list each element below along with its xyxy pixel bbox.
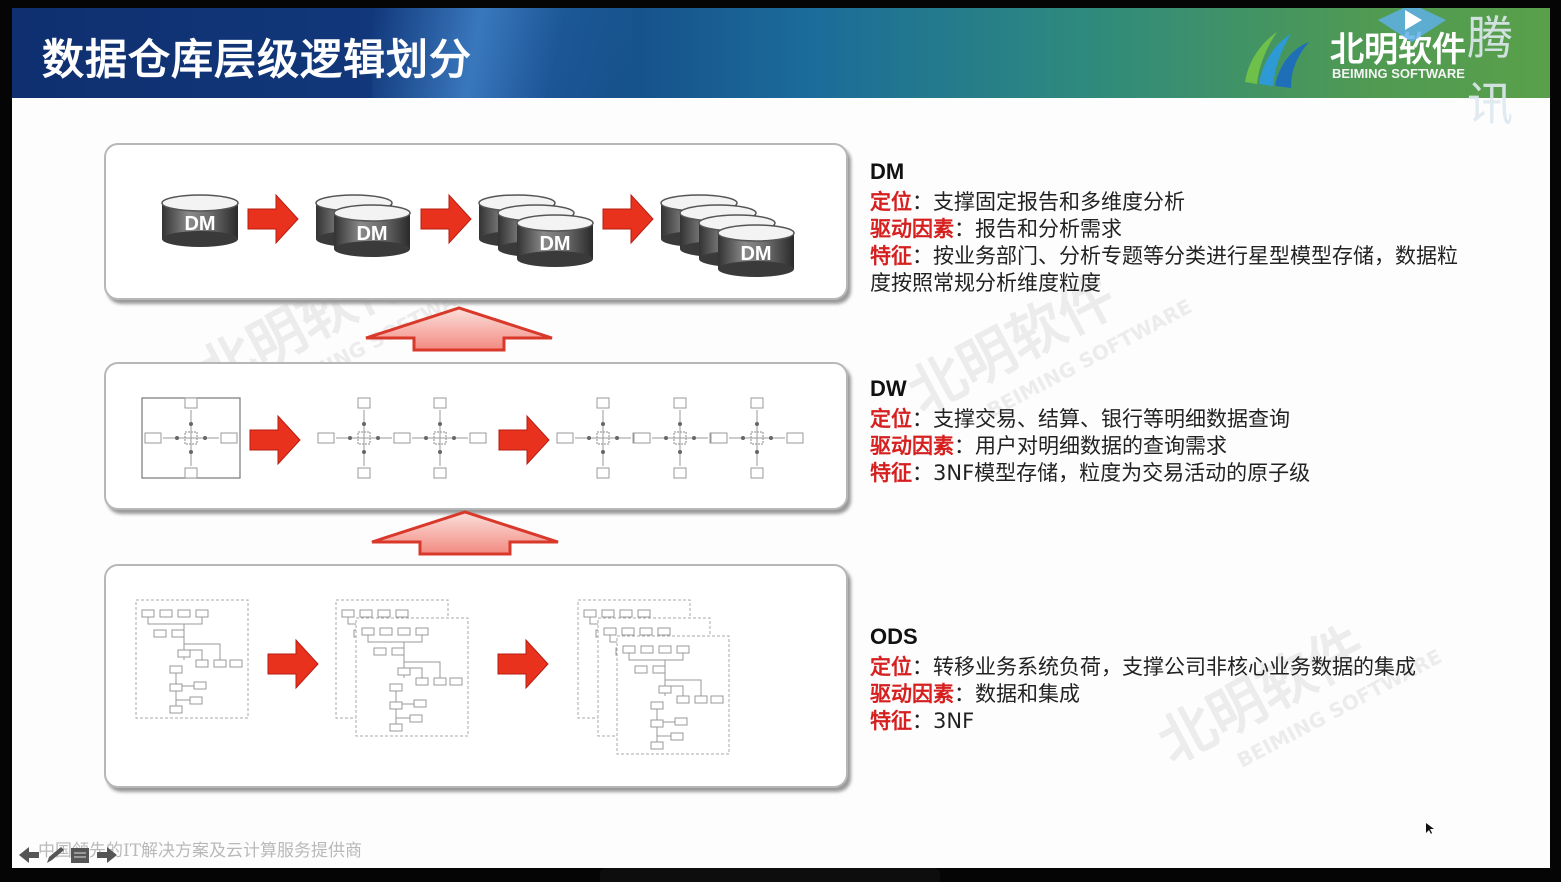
dm-label: DM: [539, 233, 570, 255]
dw-description: DW 定位：支撑交易、结算、银行等明细数据查询 驱动因素：用户对明细数据的查询需…: [870, 375, 1470, 487]
dw-feature-line: 特征：3NF模型存储，粒度为交易活动的原子级: [870, 460, 1470, 487]
arrow-right-icon: [247, 194, 299, 244]
dm-diagram: DM DM DM DM: [161, 194, 795, 278]
dm-driver-value: ：报告和分析需求: [954, 217, 1122, 241]
entity-node: [393, 397, 487, 479]
dw-driver-value: ：用户对明细数据的查询需求: [954, 434, 1227, 458]
ods-feature-line: 特征：3NF: [870, 708, 1470, 735]
arrow-right-icon: [267, 639, 319, 689]
corner-overlay-text: 腾讯: [1467, 11, 1513, 131]
dm-description: DM 定位：支撑固定报告和多维度分析 驱动因素：报告和分析需求 特征：按业务部门…: [870, 158, 1470, 297]
play-icon[interactable]: [1372, 8, 1452, 46]
ods-driver-line: 驱动因素：数据和集成: [870, 681, 1470, 708]
dm-position-line: 定位：支撑固定报告和多维度分析: [870, 189, 1470, 216]
menu-icon[interactable]: [71, 848, 89, 863]
arrow-right-icon: [420, 194, 472, 244]
brand-name-cn: 北明软件: [1330, 30, 1466, 70]
dw-position-line: 定位：支撑交易、结算、银行等明细数据查询: [870, 406, 1470, 433]
database-icon: DM: [516, 214, 594, 268]
dm-label: DM: [184, 213, 215, 235]
pen-icon[interactable]: [47, 847, 64, 863]
dw-layer-box: [104, 362, 848, 510]
dm-layer-box: DM DM DM DM: [104, 143, 848, 300]
slide-title: 数据仓库层级逻辑划分: [42, 35, 473, 84]
dm-feature-key: 特征: [870, 244, 912, 268]
ods-heading: ODS: [870, 624, 918, 649]
slide: 数据仓库层级逻辑划分 北明软件 BEIMING SOFTWARE 腾讯 北明软件…: [12, 8, 1550, 868]
database-icon: DM: [161, 194, 239, 248]
dm-driver-key: 驱动因素: [870, 217, 954, 241]
slide-footer: 中国领先的IT解决方案及云计算服务提供商: [38, 841, 363, 861]
ods-feature-value: ：3NF: [912, 709, 975, 733]
ods-position-line: 定位：转移业务系统负荷，支撑公司非核心业务数据的集成: [870, 654, 1470, 681]
dw-driver-line: 驱动因素：用户对明细数据的查询需求: [870, 433, 1470, 460]
logo-icon: [1245, 32, 1309, 88]
dw-position-key: 定位: [870, 407, 912, 431]
arrow-up-icon: [371, 510, 559, 556]
ods-driver-key: 驱动因素: [870, 682, 954, 706]
ods-position-key: 定位: [870, 655, 912, 679]
dw-feature-value: ：3NF模型存储，粒度为交易活动的原子级: [912, 461, 1311, 485]
ods-diagram: [135, 599, 730, 755]
dm-position-value: ：支撑固定报告和多维度分析: [912, 190, 1185, 214]
ods-description: ODS 定位：转移业务系统负荷，支撑公司非核心业务数据的集成 驱动因素：数据和集…: [870, 623, 1470, 735]
entity-node: [710, 397, 804, 479]
source-schema: [135, 599, 249, 719]
arrow-right-icon: [497, 639, 549, 689]
source-schema: [616, 635, 730, 755]
dm-position-key: 定位: [870, 190, 912, 214]
database-icon: DM: [717, 224, 795, 278]
dw-position-value: ：支撑交易、结算、银行等明细数据查询: [912, 407, 1290, 431]
dm-driver-line: 驱动因素：报告和分析需求: [870, 216, 1470, 243]
dm-heading: DM: [870, 159, 905, 184]
dm-feature-value: ：按业务部门、分析专题等分类进行星型模型存储，数据粒度按照常规分析维度粒度: [870, 244, 1458, 295]
subtitle-bar: [600, 868, 940, 882]
brand-name-en: BEIMING SOFTWARE: [1332, 66, 1465, 81]
ods-driver-value: ：数据和集成: [954, 682, 1080, 706]
forward-icon[interactable]: [97, 847, 117, 863]
dw-heading: DW: [870, 376, 907, 401]
dm-feature-line: 特征：按业务部门、分析专题等分类进行星型模型存储，数据粒度按照常规分析维度粒度: [870, 243, 1470, 297]
dm-label: DM: [740, 243, 771, 265]
dm-label: DM: [356, 223, 387, 245]
mouse-cursor: [1426, 823, 1434, 834]
dw-feature-key: 特征: [870, 461, 912, 485]
database-icon: DM: [333, 204, 411, 258]
slide-nav-toolbar: [19, 847, 117, 863]
header-stripe: [372, 8, 632, 98]
arrow-right-icon: [498, 415, 550, 465]
arrow-right-icon: [249, 415, 301, 465]
back-icon[interactable]: [19, 847, 39, 863]
dw-diagram: [141, 397, 804, 479]
source-schema: [355, 617, 469, 737]
arrow-right-icon: [602, 194, 654, 244]
dw-driver-key: 驱动因素: [870, 434, 954, 458]
slide-header: 数据仓库层级逻辑划分 北明软件 BEIMING SOFTWARE 腾讯: [12, 8, 1550, 131]
ods-feature-key: 特征: [870, 709, 912, 733]
arrow-up-icon: [365, 306, 553, 352]
ods-layer-box: [104, 564, 848, 788]
ods-position-value: ：转移业务系统负荷，支撑公司非核心业务数据的集成: [912, 655, 1416, 679]
